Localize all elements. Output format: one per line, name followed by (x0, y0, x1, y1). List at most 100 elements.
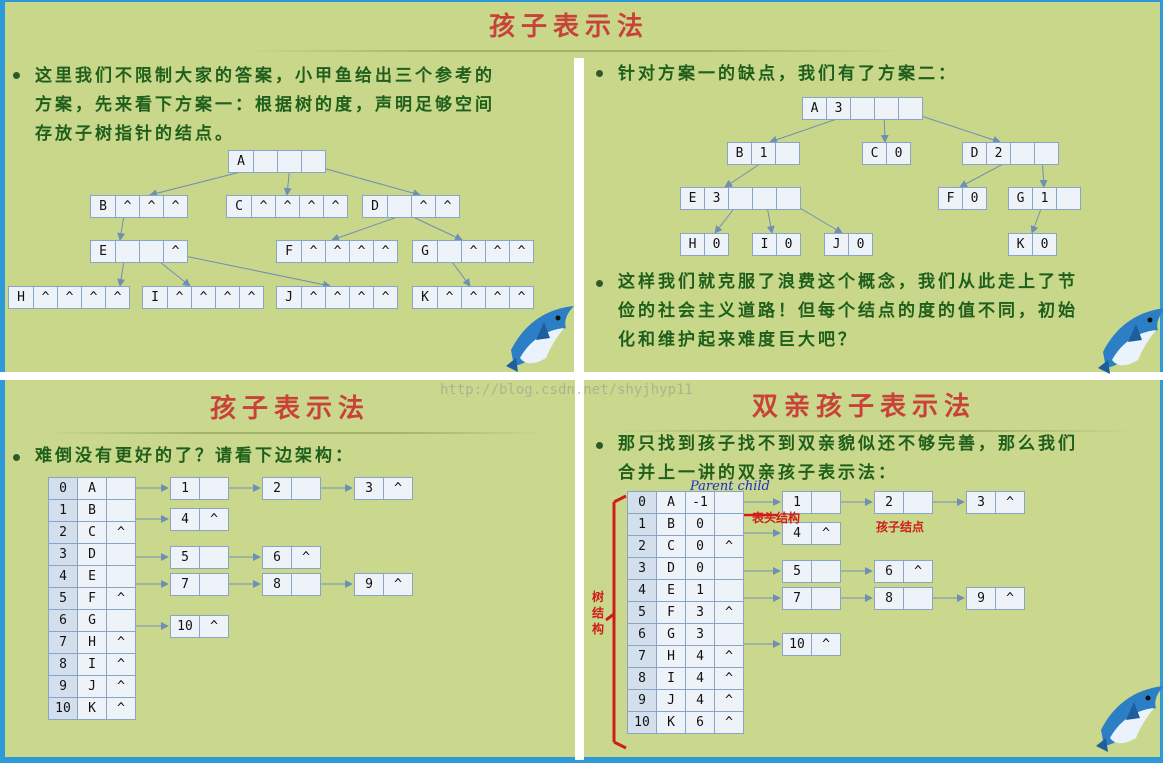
tree-structure-label: 树 (592, 590, 605, 604)
table-cell: ^ (714, 689, 744, 712)
table-cell (106, 477, 136, 500)
tree-node-f: F^^^^ (276, 240, 398, 263)
node-cell (1011, 142, 1035, 165)
table-cell: 1 (685, 579, 715, 602)
table-cell: ^ (106, 631, 136, 654)
node-cell (254, 150, 278, 173)
node-cell: ^ (240, 286, 264, 309)
table-cell: G (77, 609, 107, 632)
table-cell: J (656, 689, 686, 712)
text-line: 合并上一讲的双亲孩子表示法： (618, 463, 898, 483)
table-cell: 6 (627, 623, 657, 646)
bullet (596, 70, 603, 77)
table-cell: E (77, 565, 107, 588)
table-cell: 6 (685, 711, 715, 734)
table-cell: 0 (685, 557, 715, 580)
tree-node-i: I^^^^ (142, 286, 264, 309)
node-cell: G (1008, 187, 1033, 210)
table-cell: I (656, 667, 686, 690)
bullet (13, 454, 20, 461)
node-cell: ^ (462, 286, 486, 309)
child-index: 9 (966, 587, 996, 610)
bullet (596, 442, 603, 449)
node-cell (438, 240, 462, 263)
table-cell (714, 557, 744, 580)
node-cell: K (412, 286, 438, 309)
table-cell: 5 (627, 601, 657, 624)
table-cell: 5 (48, 587, 78, 610)
child-node-label: 孩子结点 (876, 520, 925, 534)
slide-title: 孩子表示法 (210, 394, 371, 424)
bullet (596, 280, 603, 287)
child-node: 10^ (782, 633, 841, 656)
table-cell: 1 (48, 499, 78, 522)
node-cell: ^ (510, 240, 534, 263)
title-underline (45, 432, 545, 434)
table-cell: 3 (48, 543, 78, 566)
node-cell: B (727, 142, 752, 165)
node-cell: J (276, 286, 302, 309)
text-line: 那只找到孩子找不到双亲貌似还不够完善，那么我们 (618, 434, 1078, 454)
title-underline (614, 430, 1134, 432)
child-node: 10^ (170, 615, 229, 638)
table-cell: 0 (48, 477, 78, 500)
table-cell: 9 (627, 689, 657, 712)
node-cell: ^ (510, 286, 534, 309)
child-node: 7 (782, 587, 841, 610)
child-index: 6 (874, 560, 904, 583)
table-cell: ^ (714, 711, 744, 734)
node-cell: B (90, 195, 116, 218)
node-cell: ^ (350, 286, 374, 309)
table-cell: J (77, 675, 107, 698)
table-cell: D (656, 557, 686, 580)
tree-node-b: B^^^ (90, 195, 188, 218)
child-index: 5 (170, 546, 200, 569)
table-cell: 1 (627, 513, 657, 536)
table-cell: C (77, 521, 107, 544)
table-cell: B (656, 513, 686, 536)
next-pointer (904, 587, 933, 610)
table-cell: K (77, 697, 107, 720)
child-node: 4^ (170, 508, 229, 531)
node-cell: ^ (324, 195, 348, 218)
child-index: 4 (170, 508, 200, 531)
table-cell: 0 (685, 513, 715, 536)
next-pointer: ^ (812, 522, 841, 545)
child-index: 5 (782, 560, 812, 583)
node-cell (116, 240, 140, 263)
child-node: 8 (874, 587, 933, 610)
node-cell (1035, 142, 1059, 165)
next-pointer (200, 546, 229, 569)
next-pointer: ^ (904, 560, 933, 583)
watermark: http://blog.csdn.net/shyjhyp11 (440, 382, 693, 398)
table-cell (714, 579, 744, 602)
table-cell: 2 (48, 521, 78, 544)
next-pointer: ^ (200, 508, 229, 531)
table-cell: 3 (627, 557, 657, 580)
tree-structure-label: 构 (592, 622, 605, 636)
text-line: 难倒没有更好的了？请看下边架构： (35, 446, 355, 466)
table-cell: ^ (106, 521, 136, 544)
table-cell (714, 623, 744, 646)
tree-node-e: E^ (90, 240, 188, 263)
table-cell: 4 (627, 579, 657, 602)
node-cell: ^ (164, 195, 188, 218)
node-cell: ^ (164, 240, 188, 263)
child-node: 6^ (262, 546, 321, 569)
node-cell (899, 97, 923, 120)
child-index: 2 (262, 477, 292, 500)
text-line: 针对方案一的缺点，我们有了方案二： (618, 64, 958, 84)
table-cell: 10 (48, 697, 78, 720)
node-cell: I (752, 233, 777, 256)
node-cell (140, 240, 164, 263)
